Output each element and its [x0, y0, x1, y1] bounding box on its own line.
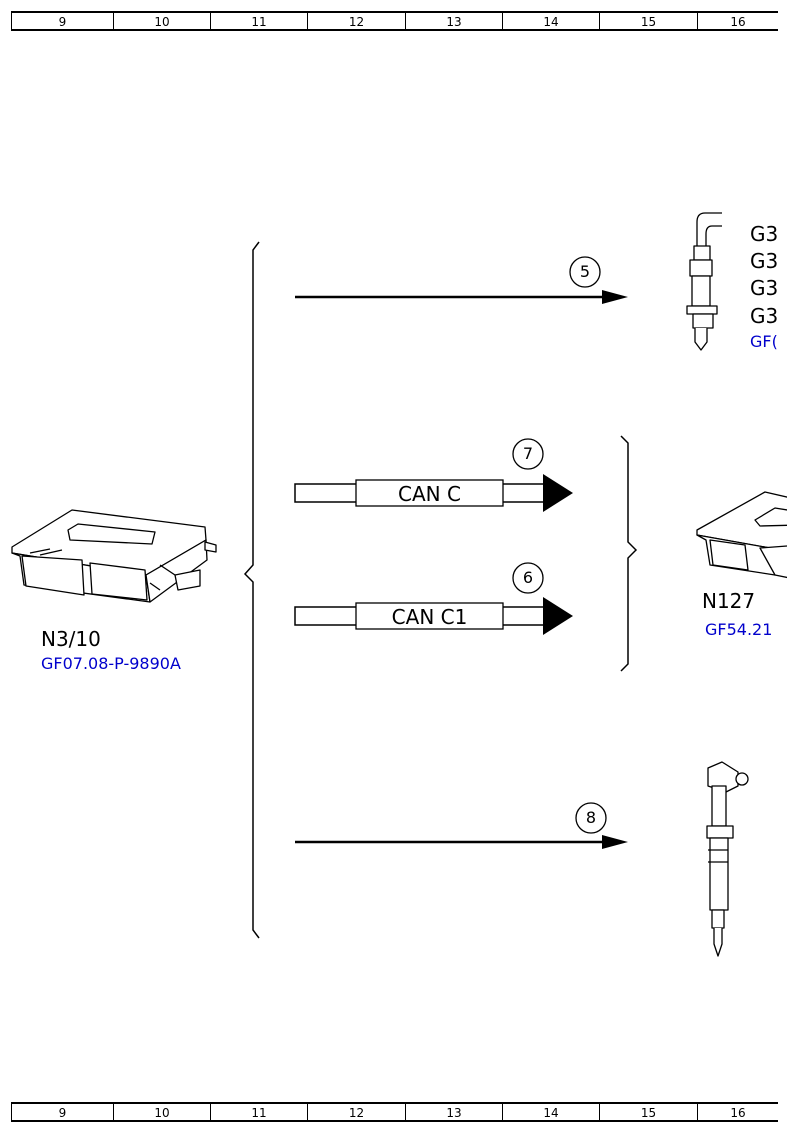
connection-number-6: 6	[522, 568, 534, 587]
ruler-column-bottom: 10	[113, 1104, 210, 1120]
control-unit-ref-link[interactable]: GF07.08-P-9890A	[41, 654, 181, 673]
can-c1-label: CAN C1	[391, 605, 468, 629]
ruler-column-top: 16	[697, 13, 778, 29]
sensor-label-3: G3	[750, 276, 779, 300]
can-c-arrow	[294, 438, 573, 512]
connection-number-8: 8	[585, 808, 597, 827]
ruler-column-top: 10	[113, 13, 210, 29]
left-brace	[243, 241, 260, 939]
control-unit-n3-10-illustration	[11, 509, 217, 603]
injector-illustration	[706, 761, 749, 957]
ruler-column-bottom: 12	[307, 1104, 405, 1120]
sensor-g3-illustration	[686, 212, 722, 351]
module-n127-ref-link[interactable]: GF54.21	[705, 620, 773, 639]
module-n127-illustration	[696, 491, 787, 579]
ruler-column-top: 12	[307, 13, 405, 29]
sensor-label-2: G3	[750, 249, 779, 273]
ruler-column-bottom: 13	[405, 1104, 502, 1120]
sensor-label-1: G3	[750, 222, 779, 246]
sensor-ref-link[interactable]: GF(	[750, 332, 778, 351]
ruler-column-top: 9	[11, 13, 113, 29]
ruler-column-bottom: 14	[502, 1104, 599, 1120]
ruler-column-top: 13	[405, 13, 502, 29]
arrow-8	[295, 802, 628, 849]
sensor-label-4: G3	[750, 304, 779, 328]
arrow-5	[295, 256, 628, 304]
module-n127-label: N127	[702, 589, 756, 613]
ruler-column-top: 11	[210, 13, 307, 29]
ruler-column-bottom: 15	[599, 1104, 697, 1120]
can-c1-arrow	[294, 562, 573, 635]
ruler-column-top: 14	[502, 13, 599, 29]
connection-number-5: 5	[579, 262, 591, 281]
ruler-column-bottom: 9	[11, 1104, 113, 1120]
control-unit-label: N3/10	[41, 627, 101, 651]
ruler-column-top: 15	[599, 13, 697, 29]
ruler-column-bottom: 11	[210, 1104, 307, 1120]
connection-number-7: 7	[522, 444, 534, 463]
ruler-column-bottom: 16	[697, 1104, 778, 1120]
right-brace	[620, 435, 638, 672]
can-c-label: CAN C	[398, 482, 461, 506]
